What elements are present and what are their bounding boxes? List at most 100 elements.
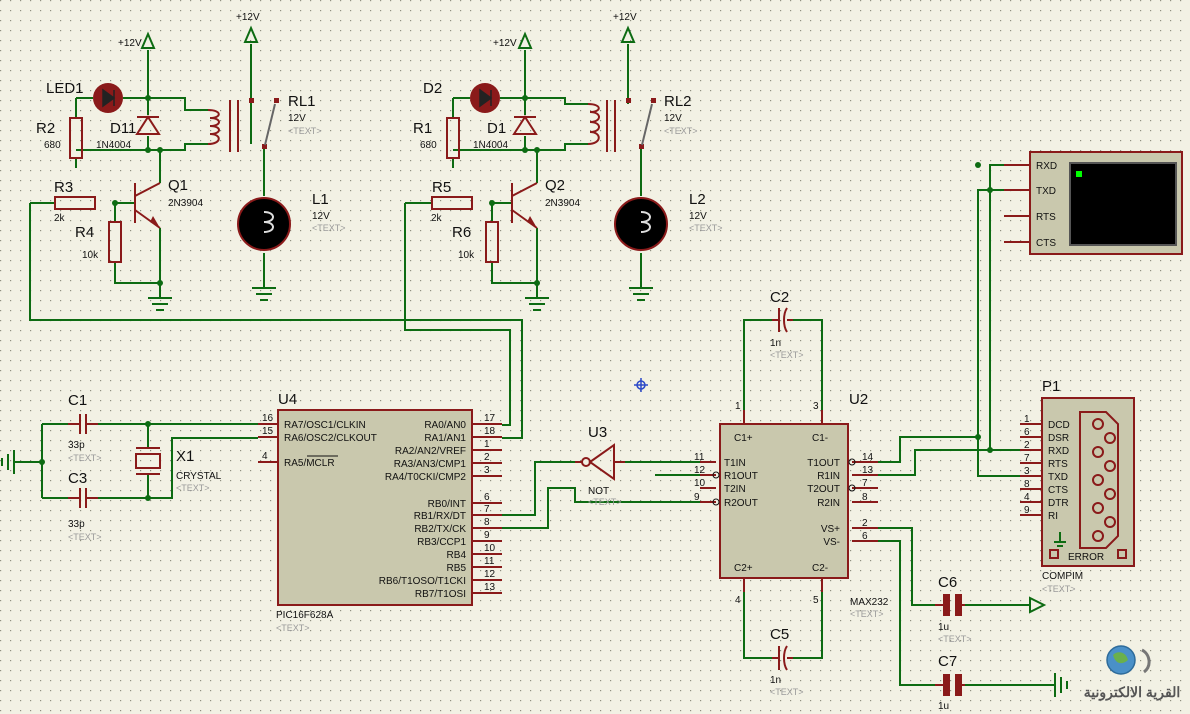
c2[interactable]: C2 1n <TEXT>: [770, 289, 804, 360]
q2[interactable]: Q2 2N3904: [511, 177, 580, 229]
pin-name: RTS: [1048, 459, 1068, 470]
supply-right-a[interactable]: +12V: [493, 31, 533, 49]
pin-number: 9: [694, 492, 700, 503]
pin-number: 1: [484, 439, 490, 450]
supply-left-a[interactable]: +12V: [118, 31, 156, 49]
d1[interactable]: D1 1N4004: [473, 115, 538, 151]
watermark-text: القرية الالكترونية: [1084, 684, 1180, 701]
d11[interactable]: D11 1N4004: [96, 115, 161, 151]
ref-label: C6: [938, 574, 957, 591]
pin-name: RA0/AN0: [424, 420, 466, 431]
rl1-switch[interactable]: RL1 12V <TEXT>: [249, 93, 322, 149]
text-placeholder: <TEXT>: [664, 126, 698, 136]
pin-number: 13: [862, 465, 874, 476]
pin-number: 3: [484, 465, 490, 476]
r4[interactable]: R4 10k: [75, 221, 122, 263]
pin-name: DTR: [1048, 498, 1069, 509]
value-label: 33p: [68, 519, 85, 530]
r5[interactable]: R5 2k: [431, 179, 473, 224]
ref-label: Q1: [168, 177, 188, 194]
vs-plus-arrow: [1029, 596, 1047, 614]
pin-number: 6: [862, 531, 868, 542]
error-label: ERROR: [1068, 552, 1104, 563]
value-label: 12V: [312, 211, 330, 222]
value-label: 1n: [770, 338, 781, 349]
ref-label: R3: [54, 179, 73, 196]
pin-number: 6: [484, 492, 490, 503]
pin-name: T2OUT: [807, 484, 840, 495]
c5[interactable]: C5 1n <TEXT>: [770, 626, 804, 697]
ref-label: C3: [68, 470, 87, 487]
ref-label: U3: [588, 424, 607, 441]
terminal-screen[interactable]: [1069, 162, 1177, 246]
value-label: COMPIM: [1042, 571, 1083, 582]
x1-crystal[interactable]: X1 CRYSTAL <TEXT>: [135, 447, 222, 493]
u2-max232[interactable]: U2 MAX232 <TEXT> C1+ C1- C2+ C2- 1 3 4 5…: [694, 391, 889, 619]
pin-name: RB7/T1OSI: [415, 589, 466, 600]
pin-name: RA6/OSC2/CLKOUT: [284, 433, 377, 444]
c1[interactable]: C1 33p <TEXT>: [68, 392, 102, 463]
value-label: NOT: [588, 486, 609, 497]
value-label: 10k: [82, 250, 99, 261]
pin-inversion-mark: [848, 458, 856, 466]
l2[interactable]: L2 12V <TEXT>: [614, 191, 723, 251]
pin-name: TXD: [1048, 472, 1068, 483]
value-label: 1n: [770, 675, 781, 686]
u3-inverter[interactable]: U3 NOT <TEXT>: [575, 424, 625, 507]
pin-name: R2OUT: [724, 498, 758, 509]
pin-name: RXD: [1048, 446, 1069, 457]
value-label: 2N3904: [168, 198, 203, 209]
pin-number: 12: [484, 569, 496, 580]
pin-number: 2: [484, 452, 490, 463]
junctions: [39, 95, 993, 501]
c6[interactable]: C6 1u <TEXT>: [935, 574, 972, 644]
rl1-coil[interactable]: [207, 100, 239, 152]
terminal-cursor: [1076, 171, 1082, 177]
pin-number: 2: [862, 518, 868, 529]
d2-led[interactable]: D2: [423, 80, 500, 113]
ref-label: P1: [1042, 378, 1060, 395]
value-label: 12V: [288, 113, 306, 124]
r3[interactable]: R3 2k: [54, 179, 96, 224]
p1-compim[interactable]: P1 COMPIM <TEXT> ERROR 1DCD6DSR2RXD7RTS3…: [1020, 378, 1135, 594]
pin-number: 8: [862, 492, 868, 503]
ref-label: R4: [75, 224, 94, 241]
c3[interactable]: C3 33p <TEXT>: [68, 470, 102, 542]
pin-name: R1IN: [817, 471, 840, 482]
pin-number: 17: [484, 413, 496, 424]
pin-name: RI: [1048, 511, 1058, 522]
u4-pic16f628a[interactable]: U4 PIC16F628A <TEXT> 16RA7/OSC1/CLKIN15R…: [258, 391, 502, 633]
r6[interactable]: R6 10k: [452, 221, 499, 263]
text-placeholder: <TEXT>: [68, 453, 102, 463]
pin-name: T1OUT: [807, 458, 840, 469]
supply-left-b[interactable]: +12V: [236, 12, 260, 43]
supply-right-b[interactable]: +12V: [613, 12, 637, 43]
value-label: PIC16F628A: [276, 610, 334, 621]
ref-label: C5: [770, 626, 789, 643]
terminal-pin-rxd: RXD: [1036, 161, 1057, 172]
wires: [14, 44, 1055, 686]
pin-number: 12: [694, 465, 706, 476]
r2[interactable]: R2 680: [36, 117, 83, 159]
virtual-terminal[interactable]: RXD TXD RTS CTS: [1004, 151, 1183, 255]
pin-name: RA4/T0CKI/CMP2: [385, 472, 467, 483]
ground-symbol: [1, 287, 1068, 697]
rl2-switch[interactable]: RL2 12V <TEXT>: [626, 93, 698, 149]
pin-number: 4: [262, 451, 268, 462]
value-label: 680: [44, 140, 61, 151]
pin-name: RB1/RX/DT: [414, 511, 466, 522]
pin-number: 7: [862, 478, 868, 489]
ref-label: RL2: [664, 93, 692, 110]
pin-name: VS+: [821, 524, 840, 535]
l1[interactable]: L1 12V <TEXT>: [237, 191, 346, 251]
rl2-coil[interactable]: [587, 100, 616, 152]
value-label: CRYSTAL: [176, 471, 222, 482]
terminal-pin-cts: CTS: [1036, 238, 1056, 249]
led1[interactable]: LED1: [46, 80, 123, 113]
c7[interactable]: C7 1u: [935, 653, 965, 712]
q1[interactable]: Q1 2N3904: [134, 177, 203, 229]
pin-number: 2: [1024, 440, 1030, 451]
pin-name: RB3/CCP1: [417, 537, 466, 548]
r1[interactable]: R1 680: [413, 117, 460, 159]
